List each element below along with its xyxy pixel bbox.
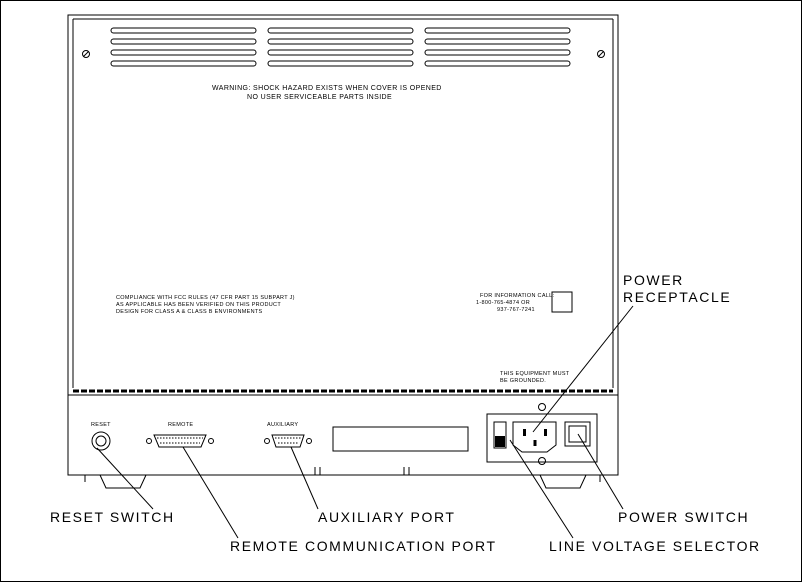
screw-icon: [597, 50, 605, 58]
callout-reset-switch: RESET SWITCH: [50, 509, 175, 525]
screw-icon: [82, 50, 90, 58]
callout-remote-port: REMOTE COMMUNICATION PORT: [230, 538, 497, 554]
fcc-text-line1: COMPLIANCE WITH FCC RULES (47 CFR PART 1…: [116, 295, 295, 301]
warning-text-line2: NO USER SERVICEABLE PARTS INSIDE: [247, 94, 392, 101]
callout-power-receptacle-line1: POWER: [623, 272, 684, 288]
blank-cover-plate: [332, 426, 469, 452]
callout-power-switch: POWER SWITCH: [618, 509, 749, 525]
warning-text-line1: WARNING: SHOCK HAZARD EXISTS WHEN COVER …: [212, 85, 442, 92]
auxiliary-label: AUXILIARY: [267, 422, 298, 428]
info-text-line1: FOR INFORMATION CALL:: [480, 293, 555, 299]
callout-leader-lines: [96, 305, 634, 539]
fcc-text-line3: DESIGN FOR CLASS A & CLASS B ENVIRONMENT…: [116, 309, 263, 315]
line-voltage-selector[interactable]: [493, 421, 507, 449]
power-receptacle[interactable]: [512, 421, 557, 453]
vent-slots: [110, 27, 571, 67]
remote-communication-port[interactable]: [146, 434, 214, 448]
remote-label: REMOTE: [168, 422, 193, 428]
callout-line-voltage-selector: LINE VOLTAGE SELECTOR: [549, 538, 761, 554]
cabinet-feet: [84, 467, 601, 489]
fcc-text-line2: AS APPLICABLE HAS BEEN VERIFIED ON THIS …: [116, 302, 281, 308]
auxiliary-port[interactable]: [264, 434, 312, 448]
reset-label: RESET: [91, 422, 111, 428]
power-switch[interactable]: [564, 421, 591, 447]
power-entry-module: [486, 403, 598, 465]
callout-power-receptacle-line2: RECEPTACLE: [623, 289, 731, 305]
ground-text-line1: THIS EQUIPMENT MUST: [500, 371, 570, 377]
info-text-line2: 1-800-765-4874 OR: [476, 300, 530, 306]
callout-auxiliary-port: AUXILIARY PORT: [318, 509, 456, 525]
info-text-line3: 937-767-7241: [497, 307, 535, 313]
cabinet-outline: [67, 14, 619, 476]
label-box: [551, 291, 573, 313]
ground-text-line2: BE GROUNDED.: [500, 378, 546, 384]
reset-switch[interactable]: [91, 431, 111, 451]
